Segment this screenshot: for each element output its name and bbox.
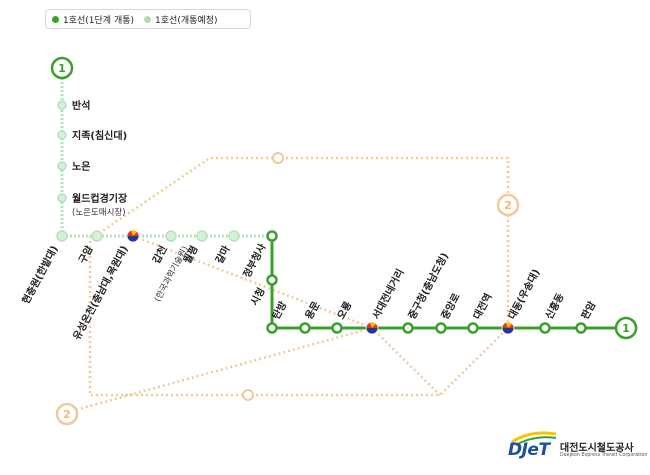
station-panam-label: 판암 <box>578 298 598 321</box>
legend-planned-label: 1호선(개통예정) <box>155 15 218 26</box>
station-sinheung-label: 신흥동 <box>542 291 566 321</box>
station-guam-dot <box>91 230 103 242</box>
line2-planned-stops <box>242 152 284 401</box>
terminal-badge-line1-east-label: 1 <box>622 322 630 335</box>
legend-planned-dot <box>144 15 152 23</box>
station-tanbang-dot <box>266 322 278 334</box>
legend-open-dot <box>52 15 59 23</box>
line2-segment-top <box>94 156 510 238</box>
station-daejeon-label: 대전역 <box>470 291 494 321</box>
terminal-badge-line2-east: 2 <box>496 193 520 217</box>
station-panam-dot <box>575 322 587 334</box>
station-government-label: 정부청사 <box>240 241 269 280</box>
station-jungangno-label: 중앙로 <box>439 291 463 321</box>
line2-segment-down <box>67 326 373 414</box>
line2-stop <box>242 389 254 401</box>
planned-stations-vertical: 반석 지족(침신대) 노은 월드컵경기장 (노은도매시장) <box>57 99 128 218</box>
station-daejeon-dot <box>467 322 479 334</box>
terminal-badge-line1-east: 1 <box>614 316 638 340</box>
station-government-dot <box>266 230 278 242</box>
station-noeun-dot <box>57 161 67 171</box>
station-guam-label: 구암 <box>76 243 96 266</box>
station-noeun-label: 노은 <box>72 161 90 173</box>
station-worldcup-label: 월드컵경기장 <box>72 192 128 205</box>
station-daedong-label: 대동(우송대) <box>505 267 542 322</box>
legend-planned: 1호선(개통예정) <box>144 13 217 26</box>
station-hyeonchungwon-dot <box>56 230 68 242</box>
station-sinheung-dot <box>539 322 551 334</box>
djet-logo: DJeT 대전도시철도공사 Daejeon Express Transit Co… <box>508 428 648 468</box>
station-hyeonchungwon-label: 현충원(한밭대) <box>19 243 61 306</box>
djet-swoosh-icon <box>511 431 557 446</box>
station-gapcheon-dot <box>165 230 177 242</box>
station-gapcheon-label: 갑천 <box>150 243 170 265</box>
transfer-daedong-icon <box>501 321 515 335</box>
line2-planned-route <box>67 156 510 414</box>
station-banseok-dot <box>57 100 67 110</box>
logo-wordmark: DJeT <box>508 440 550 460</box>
logo-english-name: Daejeon Express Transit Corporation <box>560 453 648 458</box>
station-galma-dot <box>228 230 240 242</box>
station-worldcup-dot <box>57 193 67 203</box>
planned-stations-horizontal <box>56 230 240 242</box>
station-yongmun-dot <box>299 322 311 334</box>
station-cityhall-label: 시청 <box>248 285 268 307</box>
station-jijok-label: 지족(침신대) <box>72 129 127 142</box>
station-seodaejeon-label: 서대전네거리 <box>369 267 406 322</box>
terminal-badge-line2-east-label: 2 <box>504 199 512 212</box>
terminal-badge-line2-west: 2 <box>55 402 79 426</box>
map-legend: 1호선(1단계 개통) 1호선(개통예정) <box>45 9 251 29</box>
line2-stop <box>272 152 284 164</box>
terminal-badge-line1-north: 1 <box>50 56 74 80</box>
terminal-badge-line2-west-label: 2 <box>63 408 71 421</box>
open-stations <box>266 230 587 334</box>
transfer-seodaejeon-icon <box>365 321 379 335</box>
line2-segment-left <box>88 236 509 397</box>
station-cityhall-dot <box>266 274 278 286</box>
station-jungangno-dot <box>435 322 447 334</box>
station-banseok-label: 반석 <box>72 99 90 112</box>
station-jijok-dot <box>57 130 67 140</box>
station-oryong-dot <box>331 322 343 334</box>
station-wolpyeong-dot <box>196 230 208 242</box>
transfer-yuseong-icon <box>126 229 140 243</box>
station-junggu-dot <box>402 322 414 334</box>
terminal-badge-line1-north-label: 1 <box>58 62 66 75</box>
logo-company-name: 대전도시철도공사 <box>560 443 634 454</box>
legend-open: 1호선(1단계 개통) <box>52 13 134 26</box>
station-galma-label: 갈마 <box>213 243 233 266</box>
station-worldcup-sublabel: (노은도매시장) <box>72 207 126 218</box>
legend-open-label: 1호선(1단계 개통) <box>63 15 135 26</box>
station-oryong-label: 오룡 <box>335 300 354 322</box>
